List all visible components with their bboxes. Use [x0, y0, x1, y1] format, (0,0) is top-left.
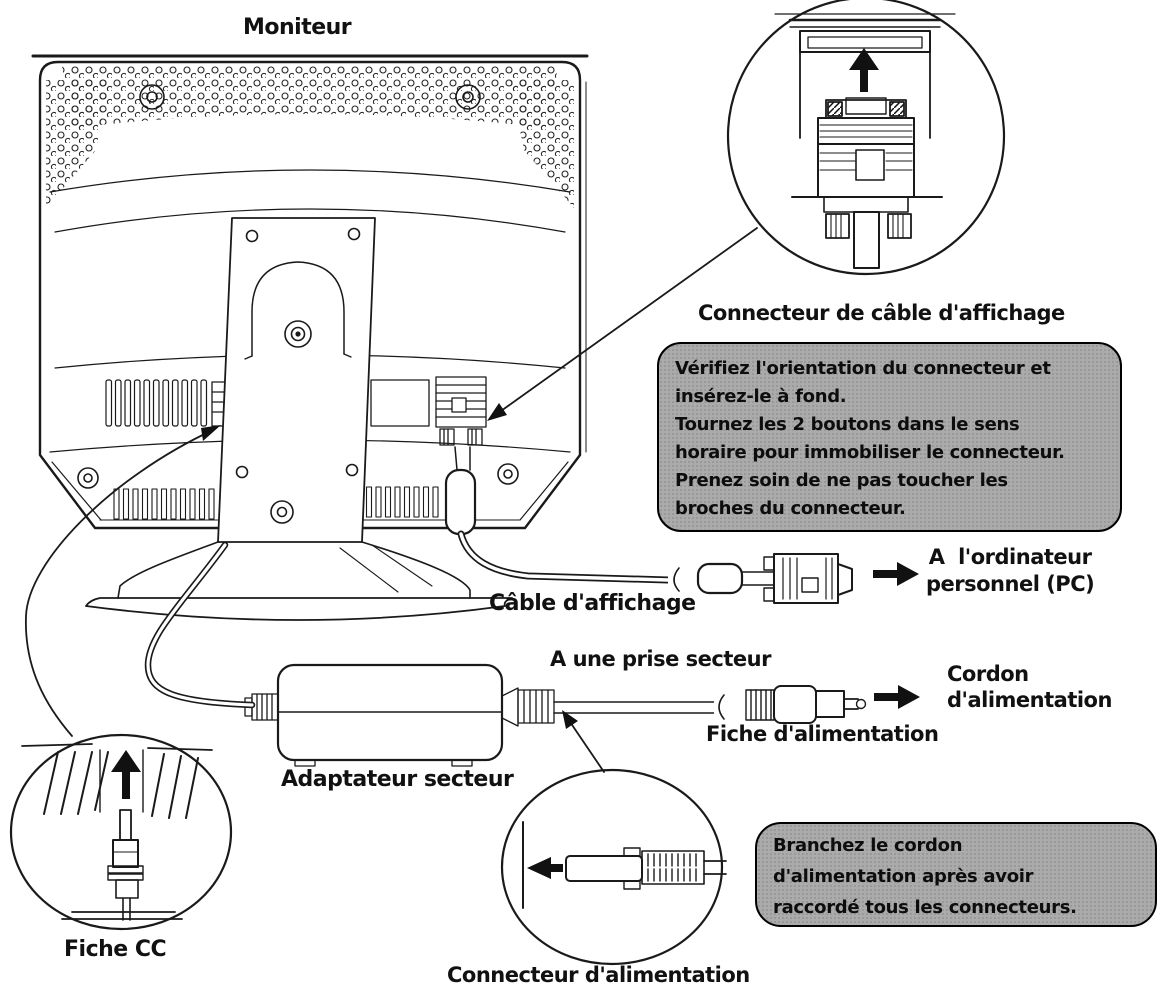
label-dc-plug: Fiche CC — [64, 937, 167, 962]
vent-dot-corner-right — [510, 80, 574, 208]
dc-cord-drawing — [144, 541, 256, 709]
monitor-stand-drawing — [85, 217, 513, 621]
screw-top-left — [139, 84, 165, 110]
vent-dot-corner-left — [46, 80, 110, 208]
cord-break-mark — [718, 694, 725, 720]
label-power-plug: Fiche d'alimentation — [706, 722, 939, 746]
leader-line-dc — [25, 429, 214, 737]
power-plug — [745, 685, 867, 724]
label-display-cable: Câble d'affichage — [489, 591, 696, 616]
vga-connector — [763, 553, 853, 604]
monitor-display-port — [435, 376, 487, 446]
cable-break-mark — [673, 567, 680, 592]
stand-lower-screw — [270, 500, 294, 524]
vent-slats-bottom-left — [113, 488, 215, 520]
ac-adapter-drawing — [244, 663, 555, 767]
right-arrow-icon — [874, 685, 920, 709]
leader-arrowhead — [487, 403, 507, 421]
note-power-cord: Branchez le cordon d'alimentation après … — [755, 822, 1157, 927]
base-skirt — [117, 541, 471, 599]
up-arrow-icon — [111, 750, 141, 799]
leader-arrowhead — [562, 710, 578, 729]
stand-center-screw — [284, 320, 312, 348]
thumbscrew-right — [887, 213, 912, 239]
display-connector-detail — [791, 97, 943, 269]
label-power-connector: Connecteur d'alimentation — [447, 963, 750, 987]
leader-arrowhead — [201, 425, 221, 441]
thumbscrew-left — [825, 213, 850, 239]
label-to-pc: A l'ordinateur personnel (PC) — [926, 545, 1095, 596]
dc-plug-detail — [107, 809, 144, 921]
callout-power-connector — [500, 710, 727, 966]
right-arrow-icon — [873, 562, 919, 586]
leader-line-power — [565, 715, 605, 773]
callout-dc-plug — [9, 425, 233, 931]
note-display-connector: Vérifiez l'orientation du connecteur et … — [657, 342, 1122, 532]
leader-line-display — [493, 227, 758, 417]
label-power-cord: Cordon d'alimentation — [947, 662, 1112, 712]
screw-bottom-right — [497, 463, 519, 485]
up-arrow-icon — [849, 48, 879, 92]
left-arrow-icon — [527, 857, 563, 879]
label-monitor: Moniteur — [243, 15, 352, 40]
connector-label-plate — [370, 379, 430, 427]
cable-strain-relief — [444, 468, 477, 536]
label-ac-adapter: Adaptateur secteur — [281, 767, 514, 792]
label-display-connector: Connecteur de câble d'affichage — [698, 301, 1065, 325]
vent-slat-lines — [43, 751, 199, 819]
power-cord-drawing — [553, 685, 920, 724]
base-bottom — [85, 597, 513, 621]
ferrite-bead — [696, 562, 744, 595]
monitor-back-drawing — [31, 54, 589, 530]
adapter-ac-inlet — [501, 687, 555, 727]
callout-display-connector — [487, 0, 1006, 421]
vent-slats-left — [105, 379, 208, 427]
display-cable-drawing — [444, 446, 919, 604]
screw-bottom-left — [77, 467, 99, 489]
vent-dot-band — [62, 66, 558, 128]
screw-top-right — [455, 84, 481, 110]
label-to-outlet: A une prise secteur — [550, 647, 771, 671]
power-connector-detail — [565, 847, 727, 890]
